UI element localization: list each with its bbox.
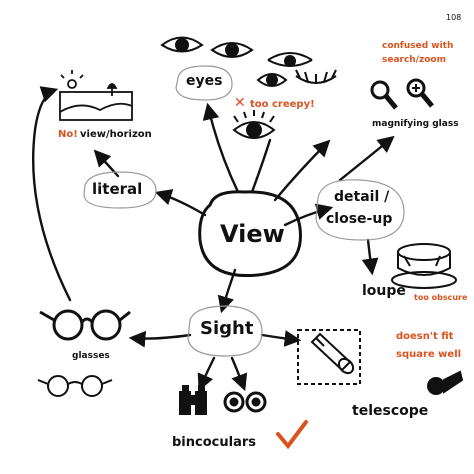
magnifier-icon <box>370 80 398 110</box>
binoculars-icon <box>179 385 207 415</box>
arrow-to-detail <box>283 203 334 227</box>
arrow-to-magnifier <box>338 135 395 182</box>
checkmark-icon <box>276 420 308 450</box>
binoculars-label: bincoculars <box>172 435 256 450</box>
view-node-outline <box>198 190 302 278</box>
glasses-icon <box>37 375 113 397</box>
eye-icon <box>267 52 313 67</box>
loupe-icon <box>391 243 457 289</box>
glasses-label: glasses <box>72 351 110 361</box>
arrow-up-right <box>273 139 331 202</box>
binoculars-icon <box>223 391 267 413</box>
telescope-label: telescope <box>352 403 429 419</box>
eye-icon <box>160 36 204 53</box>
center-node-label: View <box>220 220 285 248</box>
loupe-label: loupe <box>362 283 406 299</box>
magnifier-label: magnifying glass <box>372 119 459 129</box>
sight-label: Sight <box>200 318 254 339</box>
eyes-node-outline <box>175 65 233 101</box>
closed-eye-icon <box>295 69 337 84</box>
long-curve-to-horizon <box>32 86 72 302</box>
nodes <box>83 65 405 357</box>
arrow-to-sight <box>217 268 237 314</box>
zoom-in-icon <box>406 78 434 108</box>
telescope-icon <box>297 329 361 385</box>
telescope-note-line1: doesn't fit <box>396 331 454 342</box>
page-number: 108 <box>446 13 462 22</box>
view-horizon-note: No! <box>58 129 78 140</box>
arrow-literal-to-view <box>93 149 120 178</box>
landscape-icon <box>59 70 133 121</box>
eyes-note: too creepy! <box>250 99 315 110</box>
telescope-icon <box>427 370 464 395</box>
eyes-note-mark: ✕ <box>234 95 246 111</box>
arrow-sight-to-binoculars-left <box>197 356 216 392</box>
arrow-to-loupe <box>361 238 379 276</box>
arrow-sight-to-glasses <box>128 330 192 348</box>
glasses-icon <box>39 309 131 341</box>
loupe-note: too obscure <box>414 293 468 302</box>
eye-icon <box>232 110 276 139</box>
detail-label-line1: detail / <box>334 189 390 205</box>
arrow-sight-to-telescope <box>260 330 302 347</box>
detail-node-outline <box>315 179 405 241</box>
sight-node-outline <box>187 305 263 357</box>
arrow-to-literal <box>154 189 207 217</box>
eye-icon <box>210 42 254 58</box>
view-horizon-label: view/horizon <box>80 129 152 140</box>
literal-node-outline <box>83 171 157 209</box>
eyes-label: eyes <box>186 73 223 89</box>
arrow-to-eyes <box>202 102 240 194</box>
literal-label: literal <box>92 180 143 198</box>
magnifier-note-line1: confused with <box>382 41 454 51</box>
magnifier-note-line2: search/zoom <box>382 55 446 65</box>
detail-label-line2: close-up <box>326 211 393 227</box>
arrow-to-eyes-2 <box>250 138 272 194</box>
telescope-note-line2: square well <box>396 349 462 360</box>
arrow-sight-to-binoculars-right <box>230 356 248 392</box>
eye-icon <box>256 73 288 87</box>
